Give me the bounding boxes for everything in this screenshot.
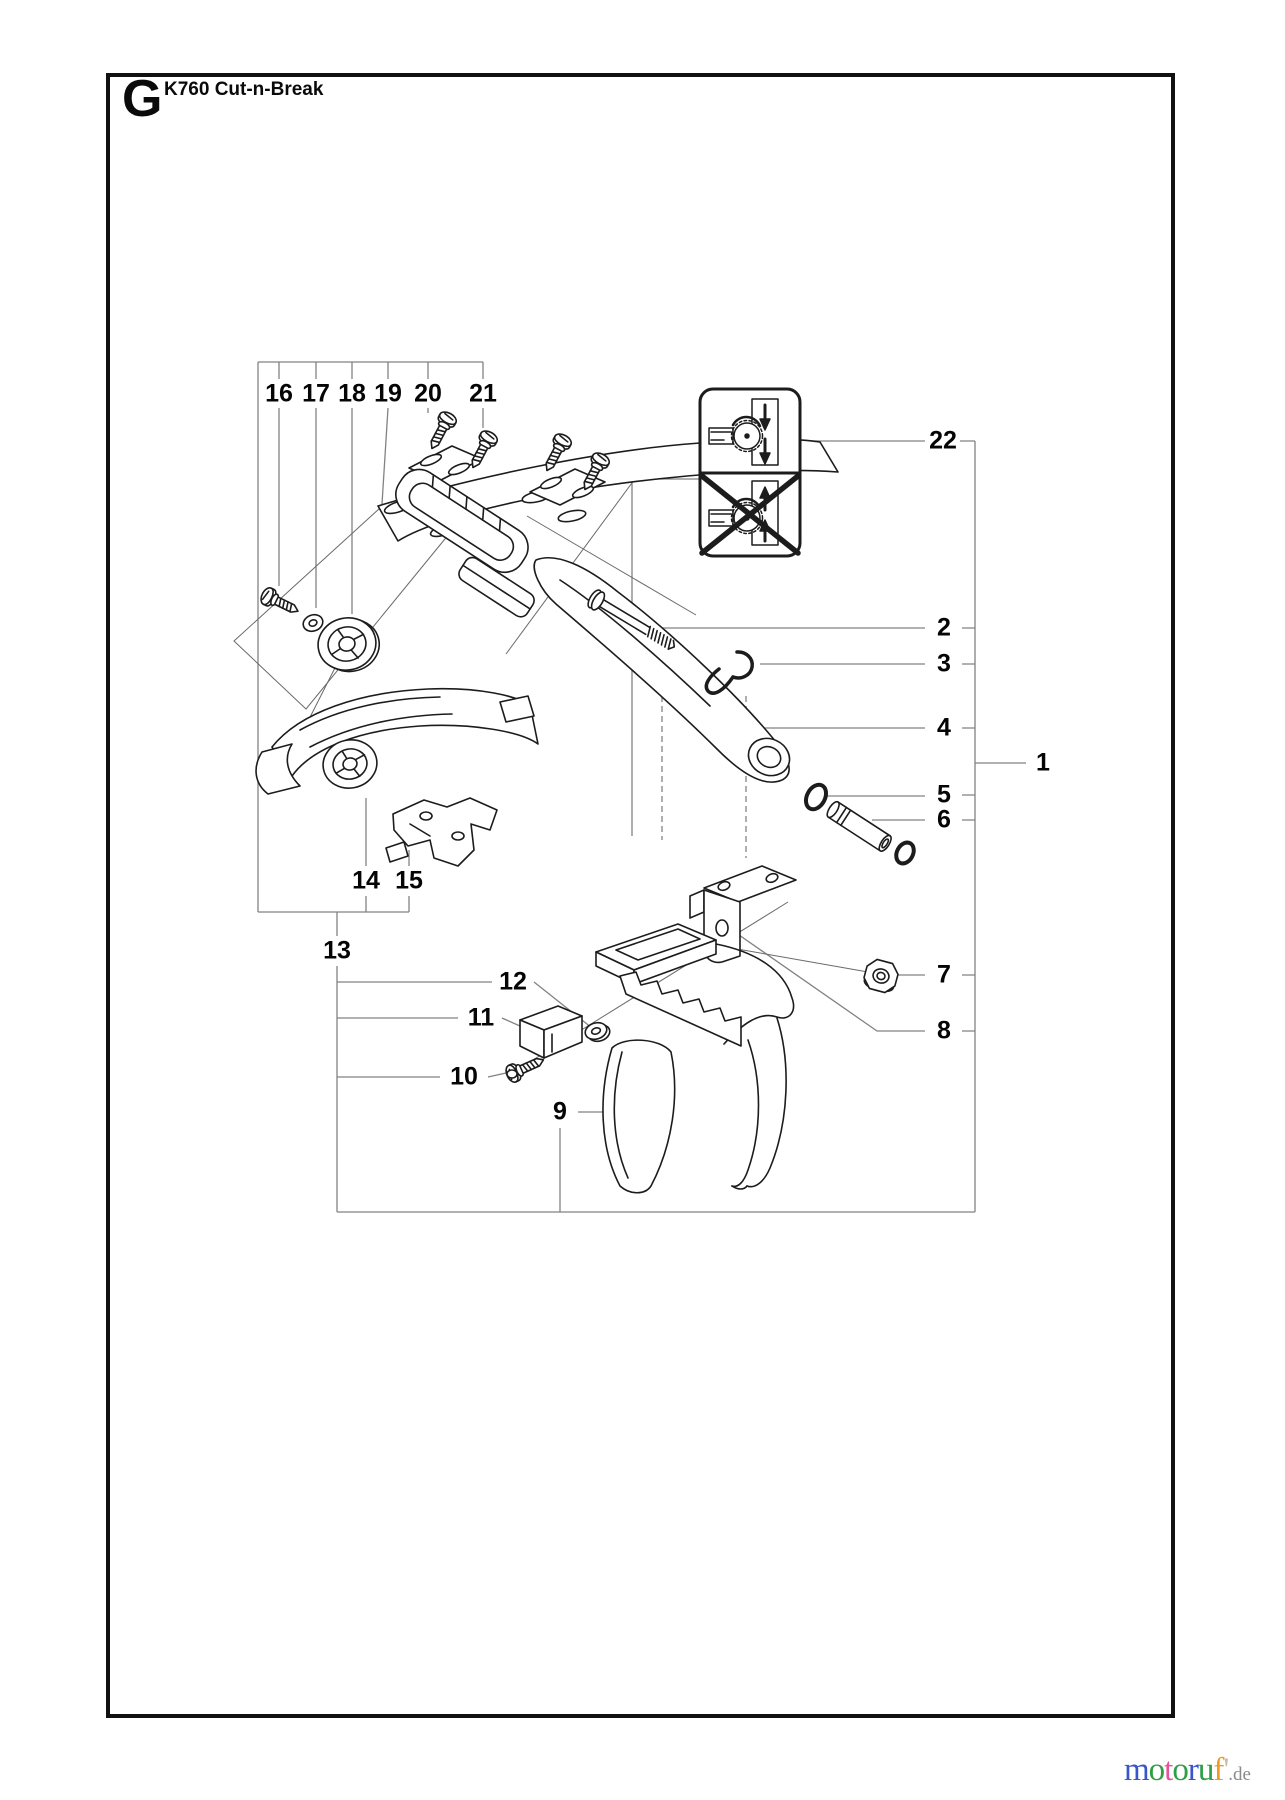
logo-suffix: .de [1228, 1764, 1251, 1785]
part-support-foot [595, 923, 795, 1194]
callout-3: 3 [937, 649, 951, 678]
callout-16: 16 [265, 379, 293, 408]
part-oring-b [894, 840, 916, 866]
part-pivot-pin [826, 800, 892, 852]
callout-10: 10 [450, 1062, 478, 1091]
part-foot-screw [502, 1050, 548, 1085]
logo-letter: ' [1223, 1752, 1229, 1788]
part-front-cover [255, 687, 539, 795]
logo-letter: f [1213, 1752, 1224, 1788]
callout-18: 18 [338, 379, 366, 408]
callout-8: 8 [937, 1016, 951, 1045]
callout-2: 2 [937, 613, 951, 642]
logo-letter: m [1124, 1752, 1150, 1788]
part-damper-block [519, 1005, 583, 1059]
callout-22: 22 [929, 426, 957, 455]
callout-13: 13 [323, 936, 351, 965]
page-title: K760 Cut-n-Break [164, 79, 324, 100]
callout-6: 6 [937, 805, 951, 834]
callout-11: 11 [467, 1003, 495, 1032]
part-oring-a [803, 782, 829, 812]
logo-letter: t [1164, 1752, 1173, 1788]
callout-17: 17 [302, 379, 330, 408]
part-trigger-block [458, 556, 535, 618]
part-lock-nut [863, 958, 899, 994]
callout-lines [257, 361, 1026, 1213]
callout-1: 1 [1036, 748, 1050, 777]
part-support-wheel [317, 617, 381, 673]
callout-7: 7 [937, 960, 951, 989]
callout-4: 4 [937, 713, 951, 742]
part-washer-small [584, 1021, 611, 1043]
logo-letter: o [1172, 1752, 1188, 1788]
logo-letter: r [1187, 1752, 1199, 1788]
motoruf-logo: motoruf'.de [1124, 1752, 1285, 1789]
callout-9: 9 [553, 1097, 567, 1126]
logo-letter: u [1197, 1752, 1214, 1788]
part-clamp [385, 797, 498, 867]
callout-21: 21 [469, 379, 497, 408]
part-bolt [587, 589, 676, 650]
part-handle-grip [395, 468, 529, 574]
part-arm [533, 556, 791, 783]
callout-15: 15 [395, 866, 423, 895]
callout-12: 12 [499, 967, 527, 996]
part-wheel-screw [257, 584, 303, 621]
warning-label [698, 387, 802, 558]
part-hinge-bracket [689, 865, 797, 964]
logo-letter: o [1148, 1752, 1165, 1788]
callout-19: 19 [374, 379, 402, 408]
callout-5: 5 [937, 780, 951, 809]
page-frame [106, 73, 1175, 1718]
part-washer [302, 613, 324, 633]
part-retaining-clip [704, 650, 754, 695]
callout-20: 20 [414, 379, 442, 408]
section-letter: G [122, 70, 163, 128]
callout-14: 14 [352, 866, 380, 895]
